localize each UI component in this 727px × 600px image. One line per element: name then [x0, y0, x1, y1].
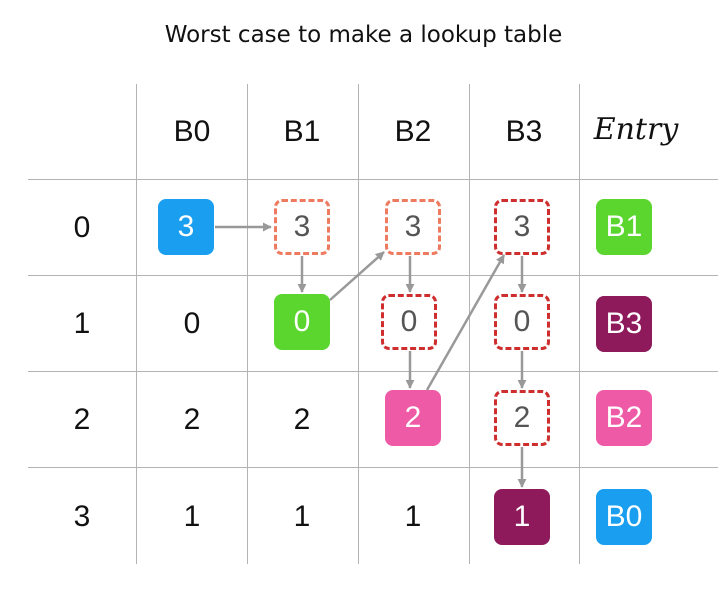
grid-line-v3	[358, 84, 359, 564]
entry-r3: B0	[596, 489, 652, 545]
row-label-3: 3	[73, 500, 91, 533]
column-header-b3: B3	[505, 115, 543, 148]
row-label-1: 1	[73, 307, 91, 340]
cell-r1-b1-highlight: 0	[274, 294, 330, 350]
column-header-b2: B2	[394, 115, 432, 148]
entry-r1: B3	[596, 296, 652, 352]
grid-line-h1	[28, 179, 718, 180]
cell-r2-b3-dashed: 2	[494, 390, 550, 446]
grid-line-v2	[247, 84, 248, 564]
cell-r3-b3-highlight: 1	[494, 489, 550, 545]
entry-r0: B1	[596, 199, 652, 255]
cell-r0-b2-dashed: 3	[385, 199, 441, 255]
column-header-b0: B0	[173, 115, 211, 148]
cell-r3-b2: 1	[404, 500, 422, 533]
cell-r0-b3-dashed: 3	[494, 199, 550, 255]
grid-line-v5	[579, 84, 580, 564]
cell-r1-b2-dashed: 0	[381, 294, 437, 350]
grid-line-h3	[28, 371, 718, 372]
row-label-0: 0	[73, 211, 91, 244]
grid-line-v1	[136, 84, 137, 564]
diagram-title: Worst case to make a lookup table	[164, 22, 563, 48]
column-header-entry: Entry	[593, 112, 679, 147]
cell-r0-b0-highlight: 3	[158, 199, 214, 255]
entry-r2: B2	[596, 390, 652, 446]
grid-line-h2	[28, 275, 718, 276]
column-header-b1: B1	[283, 115, 321, 148]
cell-r2-b1: 2	[293, 403, 311, 436]
cell-r2-b2-highlight: 2	[385, 390, 441, 446]
grid-line-h4	[28, 467, 718, 468]
cell-r1-b3-dashed: 0	[494, 294, 550, 350]
cell-r0-b1-dashed: 3	[274, 199, 330, 255]
grid-line-v4	[469, 84, 470, 564]
cell-r3-b0: 1	[183, 500, 201, 533]
arrow-r1-b1-to-r0-b2	[329, 251, 385, 301]
row-label-2: 2	[73, 403, 91, 436]
cell-r1-b0: 0	[183, 307, 201, 340]
cell-r2-b0: 2	[183, 403, 201, 436]
cell-r3-b1: 1	[293, 500, 311, 533]
